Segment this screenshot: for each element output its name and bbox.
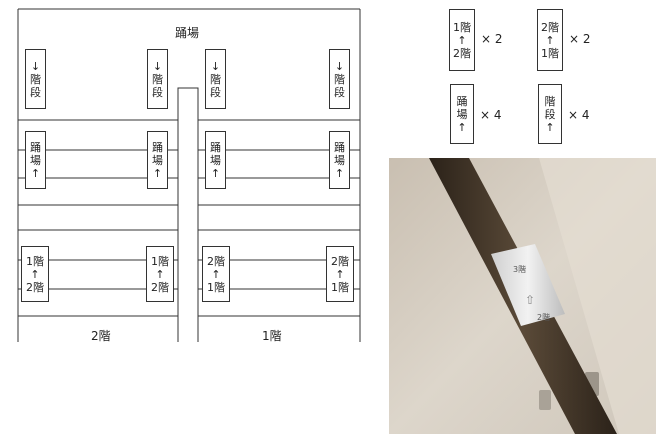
stairs-down-sign: ↓ 階 段: [329, 49, 350, 109]
legend-sign-landing-up: 踊 場 ↑: [450, 84, 474, 144]
handrail-photo: 3階 ⇧ 2階: [389, 158, 656, 434]
stairs-down-text: ↓ 階 段: [30, 59, 41, 99]
legend-sign-floor1-to-floor2: 1階 ↑ 2階: [449, 9, 475, 71]
floor1-to-floor2-text: 1階 ↑ 2階: [26, 254, 44, 294]
floor2-to-floor1-sign: 2階 ↑ 1階: [326, 246, 354, 302]
floor2-label: 2階: [91, 329, 111, 343]
legend-count: × 2: [481, 32, 503, 46]
legend-sign-text: 2階 ↑ 1階: [541, 20, 559, 60]
landing-up-text: 踊 場 ↑: [210, 140, 221, 180]
stairs-down-sign: ↓ 階 段: [25, 49, 46, 109]
legend-sign-stairs-up: 階 段 ↑: [538, 84, 562, 144]
tag-text-top: 3階: [513, 264, 526, 274]
tag-arrow: ⇧: [525, 293, 535, 307]
legend-sign-text: 階 段 ↑: [544, 94, 556, 134]
floor1-label: 1階: [262, 329, 282, 343]
handrail-photo-drawing: 3階 ⇧ 2階: [389, 158, 656, 434]
stairs-down-sign: ↓ 階 段: [147, 49, 168, 109]
legend-sign-text: 1階 ↑ 2階: [453, 20, 471, 60]
landing-up-text: 踊 場 ↑: [334, 140, 345, 180]
stairs-down-text: ↓ 階 段: [152, 59, 163, 99]
legend-count: × 4: [480, 108, 502, 122]
floor1-to-floor2-text: 1階 ↑ 2階: [151, 254, 169, 294]
landing-up-text: 踊 場 ↑: [30, 140, 41, 180]
landing-up-sign: 踊 場 ↑: [329, 131, 350, 189]
floor2-to-floor1-text: 2階 ↑ 1階: [207, 254, 225, 294]
legend-sign-text: 踊 場 ↑: [456, 94, 468, 134]
floor1-to-floor2-sign: 1階 ↑ 2階: [146, 246, 174, 302]
landing-up-text: 踊 場 ↑: [152, 140, 163, 180]
landing-up-sign: 踊 場 ↑: [205, 131, 226, 189]
stairs-down-sign: ↓ 階 段: [205, 49, 226, 109]
legend-count: × 4: [568, 108, 590, 122]
legend-sign-floor2-to-floor1: 2階 ↑ 1階: [537, 9, 563, 71]
tag-text-bottom: 2階: [537, 312, 550, 322]
legend-count: × 2: [569, 32, 591, 46]
landing-label: 踊場: [175, 26, 200, 40]
stairs-down-text: ↓ 階 段: [210, 59, 221, 99]
stairs-down-text: ↓ 階 段: [334, 59, 345, 99]
floor2-to-floor1-sign: 2階 ↑ 1階: [202, 246, 230, 302]
floor2-to-floor1-text: 2階 ↑ 1階: [331, 254, 349, 294]
landing-up-sign: 踊 場 ↑: [25, 131, 46, 189]
landing-up-sign: 踊 場 ↑: [147, 131, 168, 189]
floor1-to-floor2-sign: 1階 ↑ 2階: [21, 246, 49, 302]
